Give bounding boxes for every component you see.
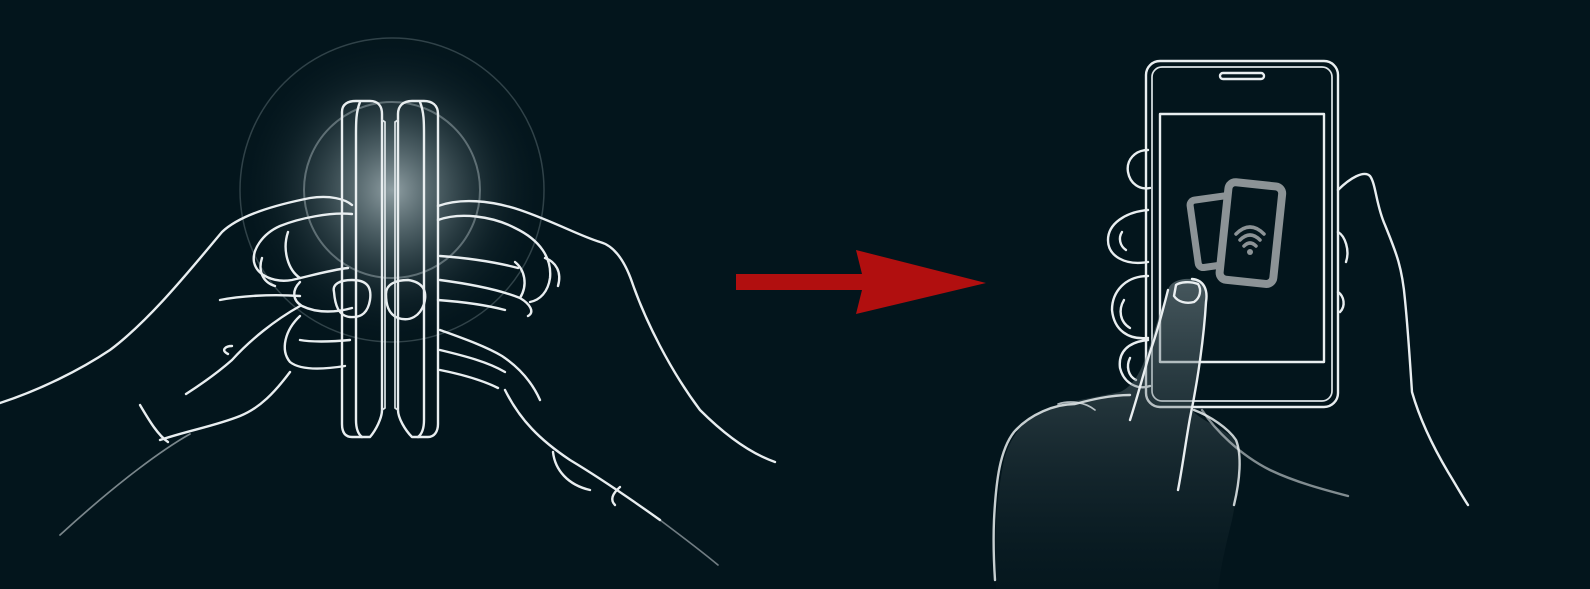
phone-right-side-view (394, 99, 440, 439)
phone-left-side-view (340, 99, 386, 439)
holding-hand (1106, 148, 1470, 507)
phones-wifi-icon (1186, 178, 1287, 288)
left-hand (0, 195, 372, 536)
step-1-phones-touching (0, 30, 777, 566)
tapping-hand (992, 277, 1350, 589)
right-hand (384, 199, 777, 566)
right-arrow-icon (736, 250, 986, 314)
phone-front-view (1144, 59, 1340, 409)
phone-screen (1158, 112, 1326, 364)
step-2-tap-to-beam (992, 59, 1470, 589)
nfc-glow (232, 30, 552, 350)
